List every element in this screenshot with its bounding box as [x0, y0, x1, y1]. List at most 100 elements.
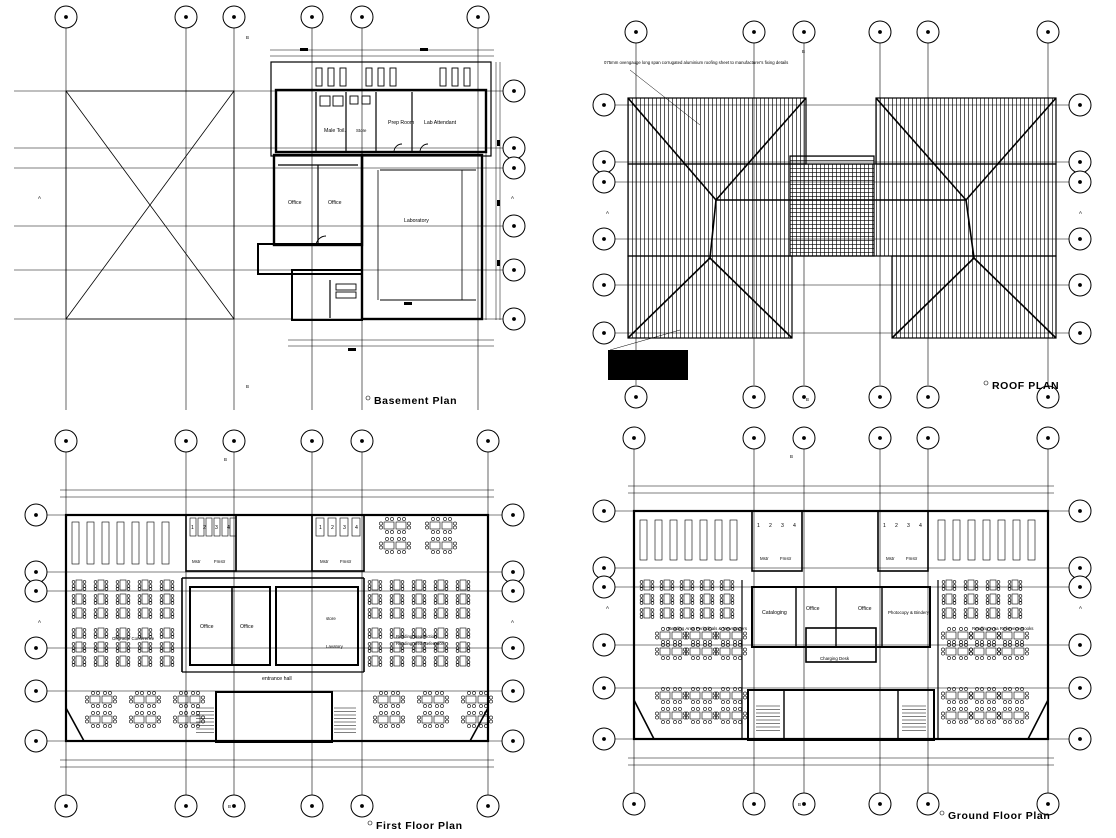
roof-plan: 075mm ovengauge long span corrugated alu… — [592, 20, 1092, 409]
chair — [417, 719, 421, 724]
chair — [82, 632, 87, 636]
grid-bubble-bottom — [916, 792, 940, 816]
reading-table — [659, 647, 671, 656]
chair — [489, 719, 493, 724]
chair — [378, 584, 383, 588]
chair — [715, 711, 719, 716]
chair — [699, 612, 704, 616]
chair — [400, 642, 405, 646]
chair — [743, 651, 747, 656]
chair — [1008, 643, 1012, 647]
first-room-store: store — [326, 616, 336, 621]
chair — [455, 635, 460, 639]
chair — [71, 663, 76, 667]
chair — [691, 700, 695, 704]
chair — [440, 704, 444, 708]
chair — [683, 695, 687, 700]
chair — [713, 635, 717, 640]
reading-table — [1001, 691, 1013, 700]
reading-table — [719, 691, 731, 700]
grid-bubble-left — [24, 679, 48, 703]
bookshelf — [1027, 519, 1036, 561]
chair — [997, 711, 1001, 716]
chair — [959, 643, 963, 647]
reading-table — [89, 715, 101, 724]
chair — [443, 517, 447, 521]
chair — [367, 660, 372, 664]
ground-room-reading-periodicals: Reading Area Periodicals & Newspapers — [668, 626, 748, 631]
reading-table — [163, 627, 171, 639]
chair — [378, 628, 383, 632]
room-office-2: Office — [328, 200, 342, 206]
chair — [179, 724, 183, 728]
chair — [453, 521, 457, 526]
bookshelf — [654, 519, 663, 561]
reading-table — [75, 593, 83, 605]
chair — [126, 587, 131, 591]
chair — [743, 647, 747, 652]
first-section-b-top: B — [224, 457, 227, 462]
reading-table — [957, 711, 969, 720]
chair — [425, 541, 429, 546]
chair — [710, 601, 715, 605]
chair — [679, 608, 684, 612]
chair — [170, 663, 175, 667]
grid-bubble-bottom — [868, 792, 892, 816]
chair — [1018, 587, 1023, 591]
chair — [433, 598, 438, 602]
chair — [400, 580, 405, 584]
chair — [184, 711, 188, 715]
chair — [422, 642, 427, 646]
chair — [170, 649, 175, 653]
chair — [661, 656, 665, 660]
chair — [655, 711, 659, 716]
chair — [173, 695, 177, 700]
reading-table — [459, 627, 467, 639]
chair — [115, 584, 120, 588]
chair — [455, 642, 460, 646]
chair — [126, 632, 131, 636]
chair — [411, 660, 416, 664]
chair — [713, 647, 717, 652]
chair — [655, 691, 659, 696]
chair — [670, 615, 675, 619]
chair — [378, 660, 383, 664]
chair — [670, 608, 675, 612]
chair — [379, 724, 383, 728]
chair — [147, 704, 151, 708]
chair — [996, 608, 1001, 612]
chair — [666, 687, 670, 691]
chair — [685, 691, 689, 696]
ground-room-office-2: Office — [858, 606, 872, 612]
chair — [93, 608, 98, 612]
chair — [126, 584, 131, 588]
first-room-reading-fiction: Reading area Fiction — [396, 634, 437, 639]
chair — [980, 643, 984, 647]
grid-bubble-right — [501, 503, 525, 527]
reading-table — [1011, 579, 1019, 591]
chair — [453, 525, 457, 530]
chair — [985, 615, 990, 619]
chair — [952, 643, 956, 647]
chair — [952, 656, 956, 660]
chair — [367, 598, 372, 602]
chair — [93, 612, 98, 616]
chair — [389, 612, 394, 616]
chair — [941, 580, 946, 584]
chair — [440, 691, 444, 695]
grid-bubble-top — [54, 5, 78, 29]
reading-table — [119, 593, 127, 605]
chair — [126, 601, 131, 605]
chair — [975, 643, 979, 647]
grid-bubble-right — [502, 258, 526, 282]
chair — [941, 651, 945, 656]
chair — [137, 615, 142, 619]
first-stall-numbers: 1 2 3 4 1 2 3 4 — [191, 525, 358, 531]
chair — [378, 608, 383, 612]
chair — [148, 660, 153, 664]
chair — [435, 724, 439, 728]
grid-bubble-right — [1068, 170, 1092, 194]
chair — [691, 720, 695, 724]
grid-bubble-bottom — [742, 792, 766, 816]
chair — [96, 704, 100, 708]
